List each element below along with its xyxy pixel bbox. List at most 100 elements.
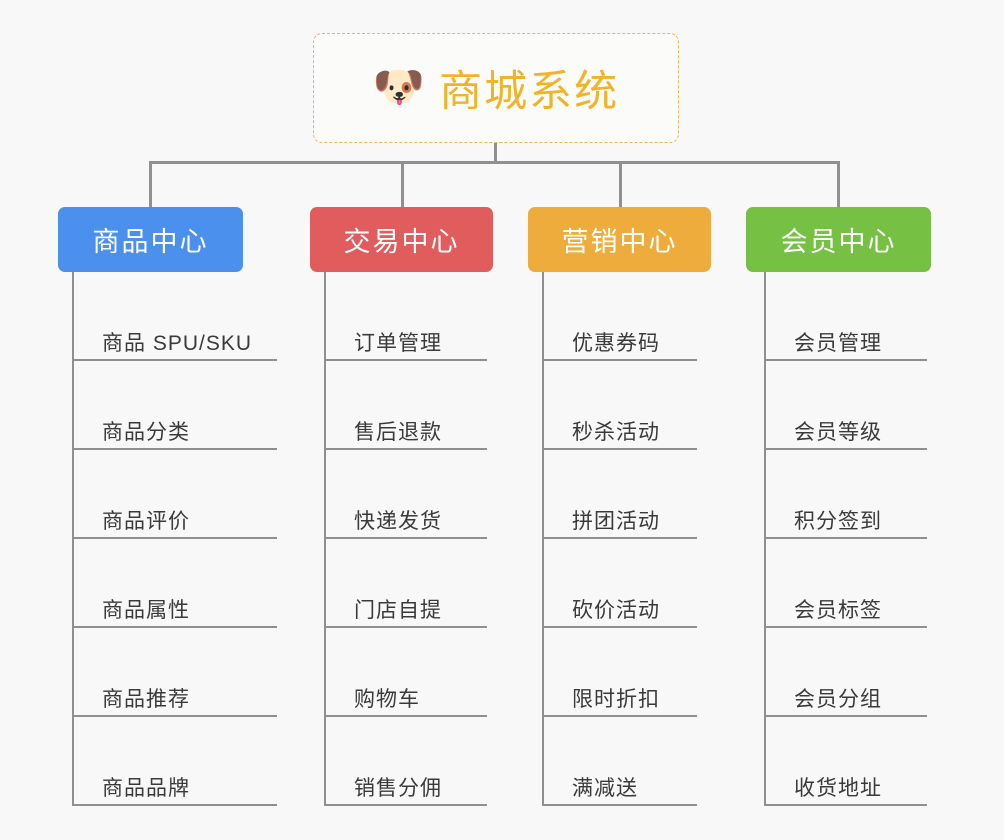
category-header-trade-center[interactable]: 交易中心 bbox=[310, 207, 493, 272]
leaf-label: 积分签到 bbox=[794, 509, 882, 533]
leaf-item[interactable]: 商品推荐 bbox=[58, 628, 277, 717]
category-header-marketing-center[interactable]: 营销中心 bbox=[528, 207, 711, 272]
leaf-label: 会员分组 bbox=[794, 687, 882, 711]
category-column-member-center: 会员中心会员管理会员等级积分签到会员标签会员分组收货地址 bbox=[746, 207, 931, 806]
root-node[interactable]: 🐶 商城系统 bbox=[313, 33, 679, 143]
leaf-item[interactable]: 收货地址 bbox=[746, 717, 931, 806]
leaf-underline bbox=[542, 715, 697, 717]
leaf-underline bbox=[542, 626, 697, 628]
leaf-underline bbox=[72, 537, 277, 539]
leaf-item[interactable]: 秒杀活动 bbox=[528, 361, 711, 450]
leaf-label: 订单管理 bbox=[354, 331, 442, 355]
leaf-list-product-center: 商品 SPU/SKU 商品分类商品评价商品属性商品推荐商品品牌 bbox=[58, 272, 277, 806]
leaf-label: 限时折扣 bbox=[572, 687, 660, 711]
leaf-label: 商品推荐 bbox=[102, 687, 190, 711]
leaf-underline bbox=[72, 448, 277, 450]
leaf-spine bbox=[542, 272, 544, 806]
leaf-underline bbox=[324, 359, 487, 361]
leaf-underline bbox=[764, 626, 927, 628]
leaf-list-member-center: 会员管理会员等级积分签到会员标签会员分组收货地址 bbox=[746, 272, 931, 806]
leaf-label: 收货地址 bbox=[794, 776, 882, 800]
leaf-underline bbox=[324, 448, 487, 450]
connector-drop-4 bbox=[837, 161, 840, 208]
leaf-label: 门店自提 bbox=[354, 598, 442, 622]
category-column-product-center: 商品中心商品 SPU/SKU 商品分类商品评价商品属性商品推荐商品品牌 bbox=[58, 207, 277, 806]
leaf-underline bbox=[324, 537, 487, 539]
category-title: 交易中心 bbox=[343, 227, 460, 257]
leaf-label: 售后退款 bbox=[354, 420, 442, 444]
leaf-underline bbox=[764, 715, 927, 717]
connector-drop-1 bbox=[149, 161, 152, 208]
category-column-marketing-center: 营销中心优惠券码秒杀活动拼团活动砍价活动限时折扣满减送 bbox=[528, 207, 711, 806]
leaf-item[interactable]: 订单管理 bbox=[310, 272, 493, 361]
leaf-underline bbox=[324, 715, 487, 717]
leaf-label: 会员等级 bbox=[794, 420, 882, 444]
connector-drop-3 bbox=[619, 161, 622, 208]
leaf-label: 商品 SPU/SKU bbox=[102, 331, 253, 355]
leaf-item[interactable]: 销售分佣 bbox=[310, 717, 493, 806]
leaf-item[interactable]: 商品属性 bbox=[58, 539, 277, 628]
leaf-spine bbox=[764, 272, 766, 806]
leaf-label: 秒杀活动 bbox=[572, 420, 660, 444]
leaf-item[interactable]: 会员标签 bbox=[746, 539, 931, 628]
leaf-item[interactable]: 满减送 bbox=[528, 717, 711, 806]
category-title: 会员中心 bbox=[780, 227, 897, 257]
leaf-spine bbox=[72, 272, 74, 806]
connector-root-stem bbox=[494, 143, 497, 163]
leaf-item[interactable]: 优惠券码 bbox=[528, 272, 711, 361]
leaf-item[interactable]: 砍价活动 bbox=[528, 539, 711, 628]
leaf-item[interactable]: 商品 SPU/SKU bbox=[58, 272, 277, 361]
leaf-item[interactable]: 积分签到 bbox=[746, 450, 931, 539]
category-title: 营销中心 bbox=[561, 227, 678, 257]
category-column-trade-center: 交易中心订单管理售后退款快递发货门店自提购物车销售分佣 bbox=[310, 207, 493, 806]
leaf-label: 拼团活动 bbox=[572, 509, 660, 533]
leaf-underline bbox=[764, 359, 927, 361]
leaf-label: 优惠券码 bbox=[572, 331, 660, 355]
leaf-label: 会员标签 bbox=[794, 598, 882, 622]
leaf-underline bbox=[72, 626, 277, 628]
leaf-item[interactable]: 商品分类 bbox=[58, 361, 277, 450]
leaf-item[interactable]: 拼团活动 bbox=[528, 450, 711, 539]
leaf-label: 商品品牌 bbox=[102, 776, 190, 800]
connector-horizontal-bus bbox=[149, 161, 840, 164]
category-title: 商品中心 bbox=[92, 227, 209, 257]
leaf-underline bbox=[72, 715, 277, 717]
leaf-item[interactable]: 会员管理 bbox=[746, 272, 931, 361]
leaf-underline bbox=[542, 804, 697, 806]
leaf-label: 商品分类 bbox=[102, 420, 190, 444]
leaf-item[interactable]: 快递发货 bbox=[310, 450, 493, 539]
leaf-underline bbox=[542, 359, 697, 361]
leaf-label: 商品属性 bbox=[102, 598, 190, 622]
leaf-item[interactable]: 商品品牌 bbox=[58, 717, 277, 806]
leaf-underline bbox=[542, 537, 697, 539]
leaf-item[interactable]: 售后退款 bbox=[310, 361, 493, 450]
shiba-dog-face-icon: 🐶 bbox=[372, 63, 426, 110]
leaf-item[interactable]: 购物车 bbox=[310, 628, 493, 717]
leaf-underline bbox=[542, 448, 697, 450]
leaf-underline bbox=[324, 626, 487, 628]
leaf-list-trade-center: 订单管理售后退款快递发货门店自提购物车销售分佣 bbox=[310, 272, 493, 806]
category-header-product-center[interactable]: 商品中心 bbox=[58, 207, 243, 272]
leaf-item[interactable]: 会员分组 bbox=[746, 628, 931, 717]
leaf-underline bbox=[764, 448, 927, 450]
leaf-item[interactable]: 会员等级 bbox=[746, 361, 931, 450]
leaf-underline bbox=[764, 537, 927, 539]
connector-drop-2 bbox=[401, 161, 404, 208]
leaf-label: 销售分佣 bbox=[354, 776, 442, 800]
leaf-underline bbox=[72, 804, 277, 806]
root-title: 商城系统 bbox=[439, 68, 620, 116]
leaf-item[interactable]: 商品评价 bbox=[58, 450, 277, 539]
leaf-label: 会员管理 bbox=[794, 331, 882, 355]
leaf-item[interactable]: 限时折扣 bbox=[528, 628, 711, 717]
leaf-underline bbox=[72, 359, 277, 361]
leaf-label: 砍价活动 bbox=[572, 598, 660, 622]
leaf-label: 商品评价 bbox=[102, 509, 190, 533]
leaf-spine bbox=[324, 272, 326, 806]
leaf-item[interactable]: 门店自提 bbox=[310, 539, 493, 628]
leaf-label: 快递发货 bbox=[354, 509, 442, 533]
leaf-underline bbox=[324, 804, 487, 806]
leaf-underline bbox=[764, 804, 927, 806]
category-header-member-center[interactable]: 会员中心 bbox=[746, 207, 931, 272]
leaf-list-marketing-center: 优惠券码秒杀活动拼团活动砍价活动限时折扣满减送 bbox=[528, 272, 711, 806]
